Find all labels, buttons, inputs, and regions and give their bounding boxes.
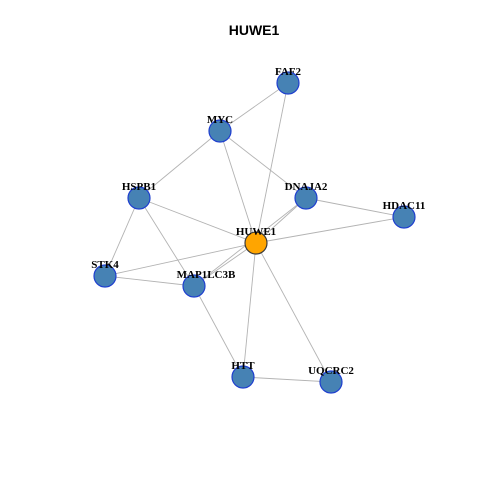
node-label-htt: HTT	[231, 360, 255, 372]
node-hdac11[interactable]	[392, 205, 416, 229]
edge-faf2-myc	[219, 82, 289, 132]
edge-map1lc3b-htt	[193, 285, 244, 378]
edge-myc-hspb1	[138, 130, 221, 199]
edge-hdac11-huwe1	[255, 216, 405, 244]
diagram-title: HUWE1	[229, 22, 280, 38]
edge-myc-dnaja2	[219, 130, 307, 199]
node-map1lc3b[interactable]	[182, 274, 206, 298]
edge-hspb1-huwe1	[138, 197, 257, 244]
edge-myc-huwe1	[219, 130, 257, 244]
edge-huwe1-map1lc3b	[193, 242, 257, 287]
edge-hspb1-map1lc3b	[138, 197, 195, 287]
node-myc[interactable]	[208, 119, 232, 143]
edge-dnaja2-hdac11	[305, 197, 405, 218]
node-label-myc: MYC	[207, 114, 233, 126]
node-stk4[interactable]	[93, 264, 117, 288]
edge-faf2-huwe1	[255, 82, 289, 244]
node-label-hspb1: HSPB1	[122, 181, 156, 193]
node-dnaja2[interactable]	[294, 186, 318, 210]
node-huwe1[interactable]	[244, 231, 268, 255]
node-label-huwe1: HUWE1	[236, 226, 276, 238]
node-label-map1lc3b: MAP1LC3B	[177, 269, 236, 281]
edge-hspb1-stk4	[104, 197, 140, 277]
node-label-dnaja2: DNAJA2	[285, 181, 328, 193]
edge-stk4-map1lc3b	[104, 275, 195, 287]
node-label-faf2: FAF2	[275, 66, 302, 78]
edge-layer	[104, 82, 405, 383]
node-hspb1[interactable]	[127, 186, 151, 210]
node-uqcrc2[interactable]	[319, 370, 343, 394]
node-label-uqcrc2: UQCRC2	[308, 365, 354, 377]
node-label-hdac11: HDAC11	[383, 200, 426, 212]
node-faf2[interactable]	[276, 71, 300, 95]
edge-huwe1-stk4	[104, 242, 257, 277]
edge-htt-uqcrc2	[242, 376, 332, 383]
edge-huwe1-uqcrc2	[255, 242, 332, 383]
node-label-stk4: STK4	[91, 259, 119, 271]
node-htt[interactable]	[231, 365, 255, 389]
edge-huwe1-htt	[242, 242, 257, 378]
node-layer	[93, 71, 416, 394]
